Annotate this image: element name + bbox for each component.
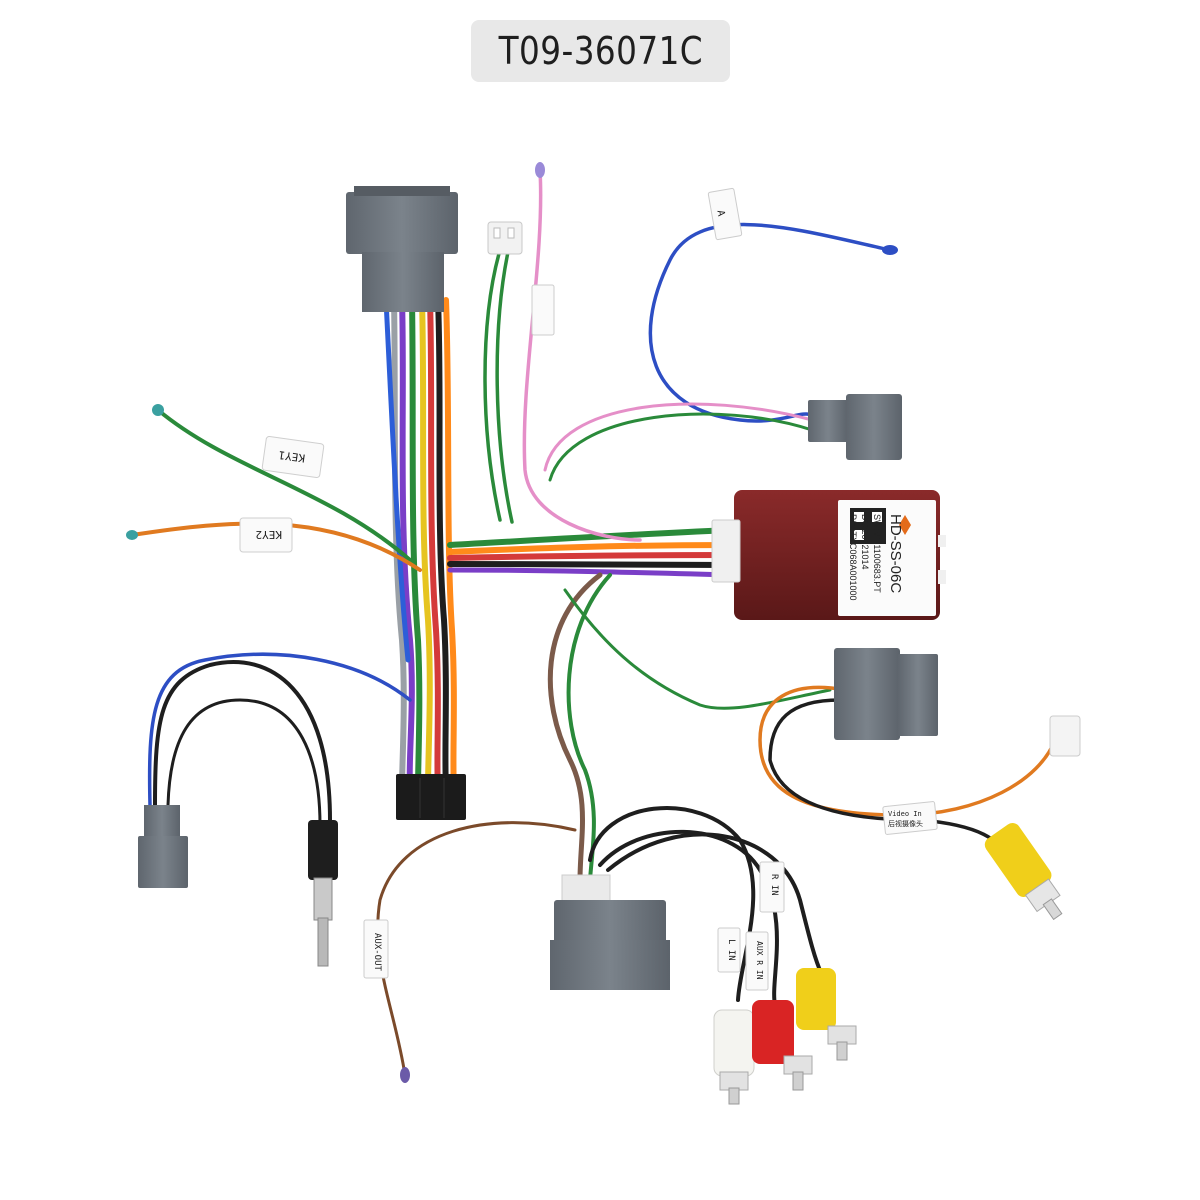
antenna-plug	[308, 820, 338, 967]
module-line-2: DC:20221014	[860, 514, 870, 570]
white-plug-top	[487, 221, 523, 255]
module-line-1: SW:V1.1100683.PT	[872, 514, 882, 593]
camera-tag: Video In 后视摄像头	[882, 801, 938, 835]
pink-wire-tag	[531, 162, 555, 336]
module-name: HD-SS-06C	[887, 514, 904, 593]
r-in-text: R IN	[769, 874, 779, 896]
rca-yellow	[796, 968, 857, 1061]
module-line-3: P/N:TXC068A001000	[848, 514, 858, 601]
aux-out-text: AUX-OUT	[372, 933, 382, 972]
model-label: T09-36071C	[471, 20, 730, 82]
a-wire-tag: A	[707, 187, 898, 255]
l-in-text: L IN	[726, 939, 736, 961]
antenna-grey-connector	[138, 805, 188, 888]
white-plug-right	[1049, 715, 1081, 757]
right-grey-connector	[834, 648, 938, 740]
key1-tag: KEY1	[152, 404, 325, 478]
decoder-module: HD-SS-06C SW:V1.1100683.PT DC:20221014 P…	[711, 490, 946, 620]
key2-tag: KEY2	[126, 517, 293, 553]
bottom-grey-connector	[550, 874, 670, 990]
main-harness-connector	[346, 186, 458, 312]
rca-yellow-camera	[984, 823, 1063, 921]
key1-text: KEY1	[278, 448, 306, 465]
a-tag-text: A	[714, 209, 726, 217]
black-harness-connector	[396, 774, 466, 820]
model-number-text: T09-36071C	[498, 29, 703, 73]
aux-out-tag: AUX-OUT	[363, 919, 410, 1083]
key2-text: KEY2	[256, 528, 283, 541]
upper-right-connector	[808, 394, 902, 460]
wire-bundle	[130, 168, 1057, 1077]
aux-r-in-text: AUX R IN	[755, 941, 764, 980]
camera-tag-text: Video In	[888, 810, 922, 818]
rca-red	[752, 1000, 813, 1091]
camera-tag-cn: 后视摄像头	[888, 819, 923, 828]
brand-logo-icon	[899, 515, 911, 535]
rca-tags: R IN L IN AUX R IN	[717, 861, 785, 991]
rca-white	[713, 1009, 755, 1105]
